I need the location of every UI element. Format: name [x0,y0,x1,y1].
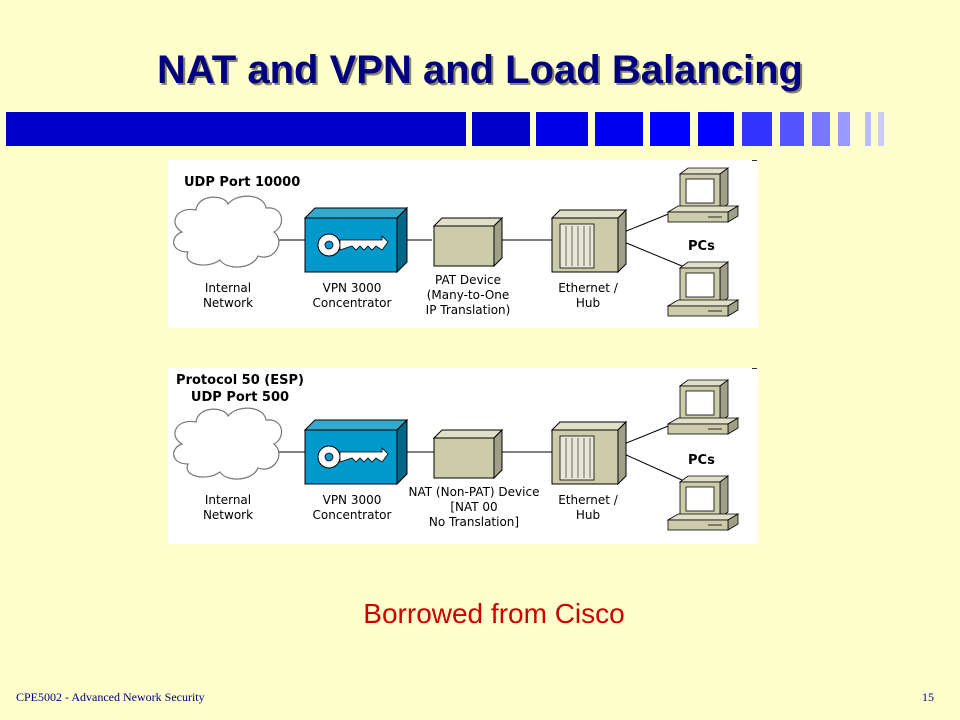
nat-device-icon [432,428,504,480]
ethernet-hub-icon [550,420,628,486]
internal-network-label-2: Network [203,296,253,310]
pc-icon [666,261,740,317]
diagram-esp-udp-500: Protocol 50 (ESP) UDP Port 500 Internal … [168,368,758,544]
diagram-udp-10000: UDP Port 10000 Internal Network VPN 3000… [168,160,758,328]
credit-text: Borrowed from Cisco [363,598,625,629]
internal-network-label: Internal [205,493,251,507]
nat-device-label-3: IP Translation) [426,303,511,317]
internal-network-cloud-icon [173,407,283,480]
internal-network-label: Internal [205,281,251,295]
pcs-label: PCs [688,239,715,254]
nat-device-label: PAT Device [435,273,501,287]
vpn-concentrator-key-icon [303,206,409,274]
diagram-header: UDP Port 10000 [184,175,300,190]
vpn-label: VPN 3000 [323,493,382,507]
vpn-label: VPN 3000 [323,281,382,295]
title-decor-band [0,112,960,146]
ethernet-hub-icon [550,208,628,274]
footer-course-label: CPE5002 - Advanced Nework Security [16,690,205,704]
vpn-label-2: Concentrator [313,296,392,310]
hub-label: Ethernet / [558,493,619,507]
hub-label-2: Hub [576,508,600,522]
vpn-label-2: Concentrator [313,508,392,522]
vpn-concentrator-key-icon [303,418,409,486]
nat-device-label-2: [NAT 00 [450,500,497,514]
pc-icon [666,475,740,531]
pc-icon [666,379,740,435]
hub-label: Ethernet / [558,281,619,295]
diagram-header-2: UDP Port 500 [191,390,289,405]
diagram-header: Protocol 50 (ESP) [176,373,304,388]
pat-device-icon [432,216,504,268]
nat-device-label: NAT (Non-PAT) Device [409,485,540,499]
pc-icon [666,167,740,223]
hub-label-2: Hub [576,296,600,310]
internal-network-label-2: Network [203,508,253,522]
slide-title: NAT and VPN and Load Balancing [157,48,803,92]
internal-network-cloud-icon [173,195,283,268]
nat-device-label-2: (Many-to-One [427,288,510,302]
pcs-label: PCs [688,453,715,468]
page-number: 15 [922,690,934,704]
nat-device-label-3: No Translation] [429,515,519,529]
